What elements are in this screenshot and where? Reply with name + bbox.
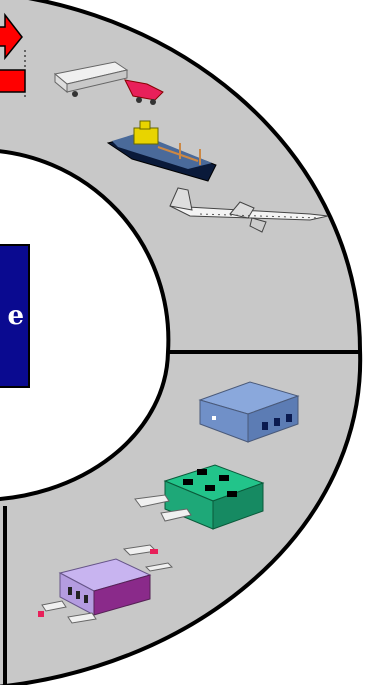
center-label-box: e: [0, 244, 30, 388]
center-label-text: e: [7, 301, 24, 331]
